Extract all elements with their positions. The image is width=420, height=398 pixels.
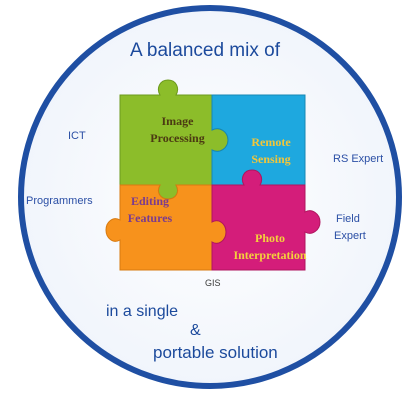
role-field-expert-line1: Field [336,213,360,225]
headline: A balanced mix of [130,40,280,61]
piece-label-editing-features: Editing Features [127,194,173,225]
role-rs-expert: RS Expert [333,153,384,165]
piece-label-photo-interpretation: Photo Interpretation [233,231,307,262]
piece-label-image-processing: Image Processing [150,114,205,145]
footer-line-3: portable solution [153,343,278,362]
footer-line-1: in a single [106,303,179,320]
piece-label-remote-sensing: Remote Sensing [251,135,291,166]
role-field-expert-line2: Expert [334,230,366,242]
role-ict: ICT [68,130,86,142]
role-programmers: Programmers [26,195,93,207]
role-gis: GIS [205,278,221,288]
puzzle-piece-photo-interpretation [211,169,321,271]
footer-line-2: & [190,322,201,339]
